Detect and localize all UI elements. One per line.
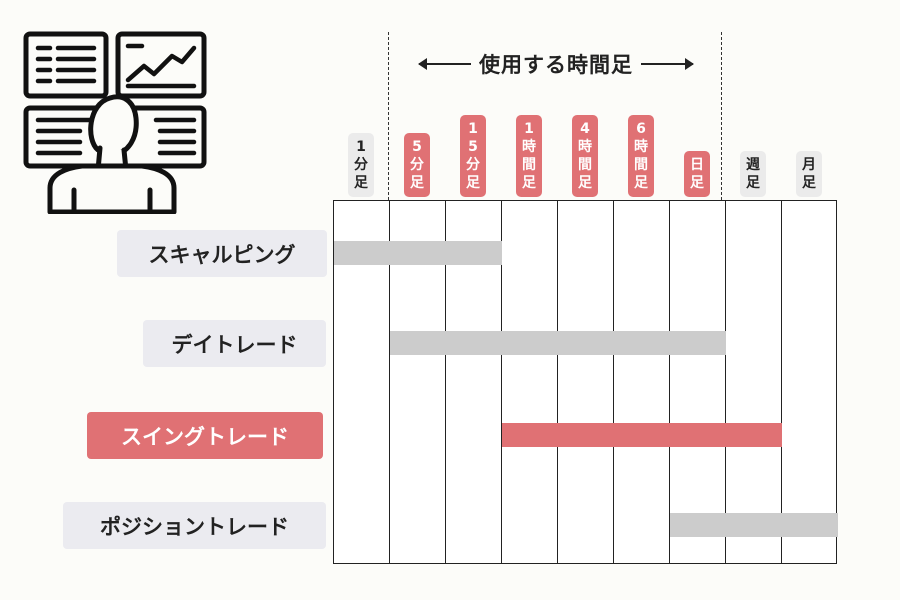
grid-column-line xyxy=(556,201,558,563)
grid-column-line xyxy=(780,201,782,563)
grid-column-line xyxy=(724,201,726,563)
trading-style-label: ポジショントレード xyxy=(63,502,326,549)
timeframe-grid xyxy=(333,200,838,564)
right-arrow-icon xyxy=(641,58,694,70)
usage-header: 使用する時間足 xyxy=(390,46,722,82)
trading-style-label: スキャルピング xyxy=(117,230,327,277)
trader-monitors-icon xyxy=(23,31,207,214)
grid-column-line xyxy=(612,201,614,563)
grid-column-line xyxy=(668,201,670,563)
trading-style-label: スイングトレード xyxy=(87,412,323,459)
trading-style-label: デイトレード xyxy=(143,320,326,367)
left-arrow-icon xyxy=(418,58,471,70)
timeframe-range-bar xyxy=(670,512,838,537)
timeframe-range-bar xyxy=(334,240,502,265)
timeframe-tag: 日足 xyxy=(684,151,710,197)
timeframe-range-bar xyxy=(390,330,726,355)
timeframe-label: 月足 xyxy=(802,157,816,191)
timeframe-tag: 週足 xyxy=(740,151,766,197)
usage-range-left-marker xyxy=(388,32,389,200)
grid-column-line xyxy=(500,201,502,563)
usage-label: 使用する時間足 xyxy=(479,53,633,77)
timeframe-tag: 月足 xyxy=(796,151,822,197)
grid-column-line xyxy=(444,201,446,563)
timeframe-label: 日足 xyxy=(690,157,704,191)
timeframe-range-bar xyxy=(502,422,782,447)
timeframe-label: 週足 xyxy=(746,157,760,191)
grid-column-line xyxy=(388,201,390,563)
usage-range-right-marker xyxy=(721,32,722,200)
